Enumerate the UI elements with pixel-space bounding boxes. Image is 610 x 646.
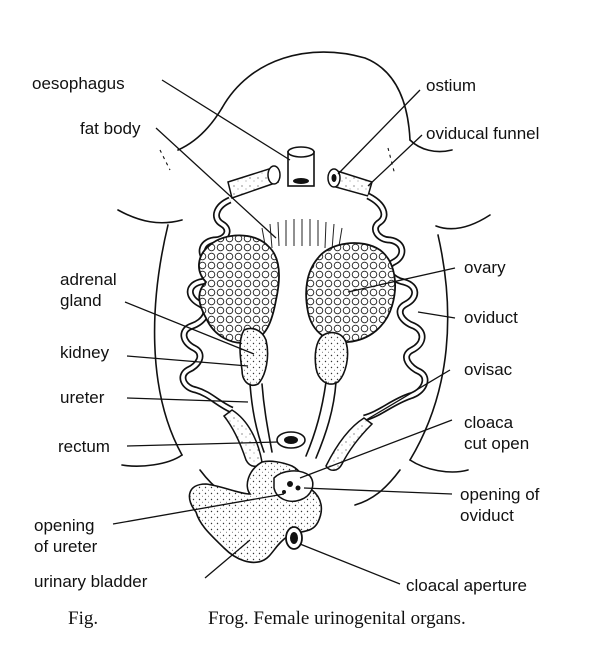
left-kidney	[240, 328, 268, 385]
label-cloaca-line2: cut open	[464, 434, 529, 454]
label-opening-oviduct-line1: opening of	[460, 485, 539, 505]
label-oviducal-funnel: oviducal funnel	[426, 124, 539, 144]
label-cloaca-line1: cloaca	[464, 413, 513, 433]
caption-fig: Fig.	[68, 608, 98, 630]
label-oviduct: oviduct	[464, 308, 518, 328]
label-ovary: ovary	[464, 258, 506, 278]
label-adrenal-line1: adrenal	[60, 270, 117, 290]
label-kidney: kidney	[60, 343, 109, 363]
oesophagus-stump	[288, 147, 314, 186]
right-oviducal-funnel	[328, 169, 372, 196]
label-fat-body: fat body	[80, 119, 141, 139]
label-cloacal-aperture: cloacal aperture	[406, 576, 527, 596]
label-opening-oviduct-line2: oviduct	[460, 506, 514, 526]
cloacal-aperture	[286, 527, 302, 549]
left-oviducal-funnel	[228, 166, 280, 198]
label-ovisac: ovisac	[464, 360, 512, 380]
left-ovary	[199, 235, 279, 343]
label-opening-ureter-line1: opening	[34, 516, 95, 536]
label-urinary-bladder: urinary bladder	[34, 572, 147, 592]
rectum	[277, 432, 305, 448]
right-ovary	[306, 243, 395, 342]
right-ovisac	[326, 418, 372, 470]
label-opening-ureter-line2: of ureter	[34, 537, 97, 557]
label-ostium: ostium	[426, 76, 476, 96]
label-ureter: ureter	[60, 388, 104, 408]
left-ovisac	[224, 410, 262, 466]
label-rectum: rectum	[58, 437, 110, 457]
label-adrenal-line2: gland	[60, 291, 102, 311]
right-kidney	[315, 333, 347, 384]
label-oesophagus: oesophagus	[32, 74, 125, 94]
caption-title: Frog. Female urinogenital organs.	[208, 608, 466, 630]
